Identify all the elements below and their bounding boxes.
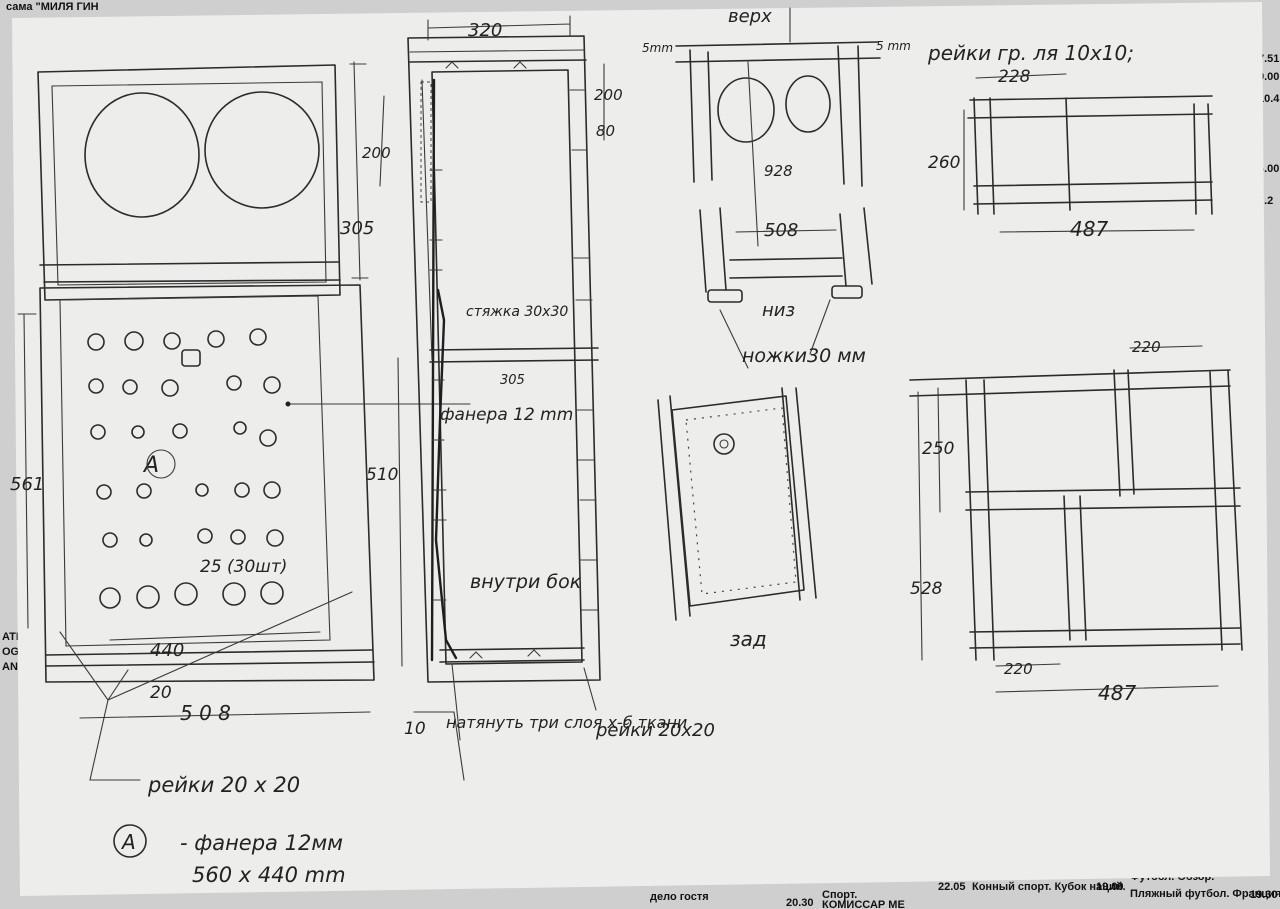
back-view-label: зад	[730, 627, 767, 651]
grille-top: рейки гр. ля 10x10; 228 260 487	[927, 41, 1213, 241]
grille-bottom-height-total: 528	[910, 579, 943, 599]
side-tie-bar	[429, 347, 599, 363]
grille-top-height: 260	[928, 153, 960, 173]
back-terminal	[713, 433, 735, 455]
newsprint-bottom-4: Конный спорт. Кубок наций.	[972, 881, 1126, 893]
front-panel-label: A	[142, 453, 159, 478]
side-height: 510	[366, 465, 398, 485]
newsprint-bottom-3: 22.05	[938, 881, 966, 893]
side-depth: 320	[468, 20, 502, 41]
side-inside-label: внутри бок	[470, 571, 582, 593]
grille-bottom-width-bottom: 487	[1098, 681, 1136, 705]
legend-line-1: - фанера 12мм	[180, 831, 343, 855]
legend-marker-circle	[113, 824, 147, 858]
newsprint-bottom-9: дело гостя	[650, 891, 709, 903]
top-detail-width: 508	[764, 220, 798, 241]
legend-marker: A	[120, 830, 136, 854]
front-height-top: 305	[340, 218, 374, 239]
top-detail-legs: ножки30 мм	[742, 345, 866, 367]
knob-square	[181, 349, 201, 367]
paper-sheet	[12, 2, 1270, 896]
newsprint-bottom-10: 20.30	[786, 897, 814, 909]
grille-bottom-height-top: 250	[922, 439, 954, 459]
front-width: 5 0 8	[180, 701, 231, 725]
newsprint-bottom-8: 19.30	[1250, 889, 1278, 901]
newsprint-left-3: AN	[2, 661, 18, 673]
top-detail-top: верх	[728, 6, 772, 27]
newsprint-bottom-1: Спорт.	[822, 889, 857, 901]
newsprint-bottom-2: КОМИССАР МЕ	[822, 899, 905, 909]
side-plywood-label: фанера 12 mm	[440, 405, 573, 425]
side-top-dim-2: 200	[594, 86, 623, 104]
newsprint-right-1: 7.51	[1258, 53, 1279, 65]
front-inner-width: 440	[150, 640, 184, 661]
side-tie-label: стяжка 30x30	[466, 304, 568, 320]
front-hole-label: 25 (30шт)	[200, 557, 287, 577]
front-rail-size: 20	[150, 683, 172, 703]
grille-bottom: 220 250 528 220 487	[909, 338, 1243, 705]
newsprint-right-2: 9.00	[1258, 71, 1279, 83]
front-rail-note: рейки 20 x 20	[147, 773, 300, 797]
top-detail-right-mm: 5 mm	[876, 39, 911, 53]
newsprint-left-2: OG	[2, 646, 19, 658]
grille-top-width-top: 228	[998, 67, 1031, 87]
top-detail-bottom: низ	[762, 300, 795, 321]
side-top-dim-3: 80	[596, 122, 615, 140]
grille-top-width-bottom: 487	[1070, 217, 1108, 241]
newsprint-top: сама "МИЛЯ ГИН	[6, 1, 99, 13]
grille-bottom-width-inner: 220	[1004, 660, 1033, 678]
newsprint-right-3: 10.4	[1258, 93, 1280, 105]
side-rails-label: рейки 20x20	[595, 720, 715, 741]
side-outer	[407, 35, 601, 683]
side-clips	[429, 61, 599, 659]
side-inner-dim: 305	[500, 373, 525, 388]
newsprint-bottom-7: Пляжный футбол. Франция - Португалия.	[1130, 888, 1280, 900]
legend-line-2: 560 x 440 mm	[192, 863, 346, 887]
grille-bottom-width-top: 220	[1132, 338, 1161, 356]
side-bottom-dim: 10	[404, 719, 426, 739]
speaker-circle-right	[204, 91, 320, 209]
front-bottom-box	[39, 284, 375, 683]
side-view: 320 200 200 80 стяжка 30x30 305 фанера 1…	[362, 15, 715, 781]
front-view: 305 561 A 25 (30шт) 440 20 5 0 8 рейки 2…	[10, 61, 471, 797]
side-fabric-label: натянуть три слоя х-б ткани	[446, 713, 687, 732]
legend: A - фанера 12мм 560 x 440 mm	[113, 824, 346, 887]
top-detail-left-mm: 5mm	[642, 41, 673, 55]
back-view: зад	[657, 387, 817, 651]
top-detail: верх 5mm 5 mm 928 508 низ ножки30 мм	[642, 6, 911, 369]
hole-grid	[87, 328, 284, 609]
newsprint-bottom-5: 19.00	[1096, 881, 1124, 893]
side-top-dim-1: 200	[362, 144, 391, 162]
top-detail-inner: 928	[764, 162, 793, 180]
speaker-circle-left	[84, 92, 200, 218]
front-top-box	[37, 64, 341, 301]
grille-top-title: рейки гр. ля 10x10;	[927, 41, 1134, 65]
front-height-bottom: 561	[10, 474, 44, 495]
